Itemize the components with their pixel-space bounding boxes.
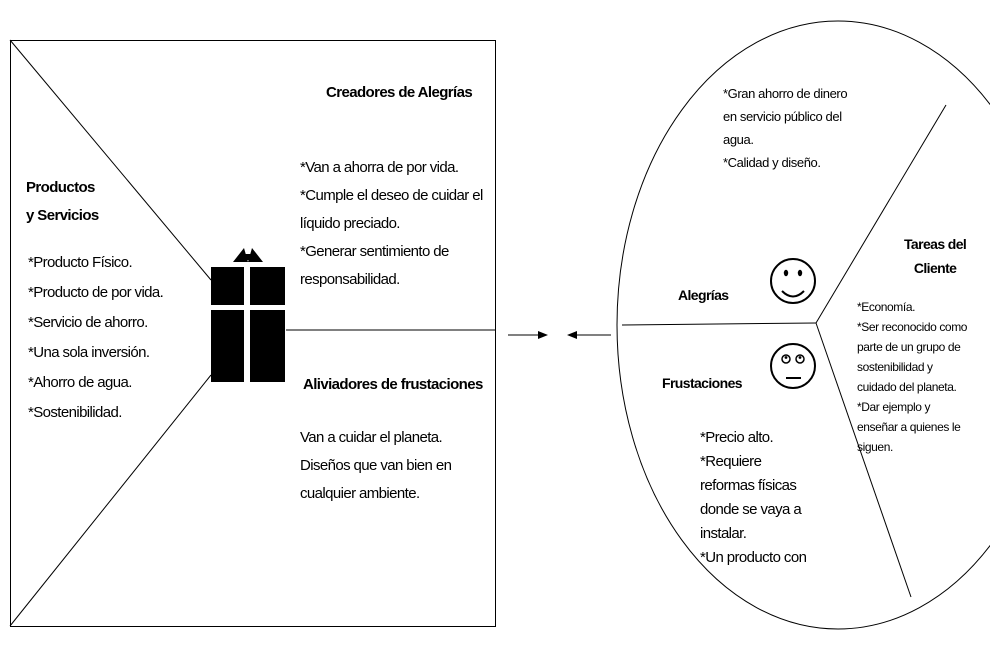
gain-creators-list: *Van a ahorra de por vida. *Cumple el de… [300, 159, 483, 288]
gains-title: Alegrías [678, 287, 729, 303]
products-services-list: *Producto Físico. *Producto de por vida.… [28, 254, 164, 421]
smiling-face-icon [770, 258, 816, 304]
pains-title: Frustaciones [662, 375, 743, 391]
jobs-title: Tareas del Cliente [904, 236, 967, 276]
customer-profile-circle [616, 20, 990, 630]
profile-divider-lower [815, 322, 912, 598]
value-map-diagonal-bottom [9, 374, 212, 627]
gains-list: *Gran ahorro de dinero en servicio públi… [723, 86, 848, 170]
gain-creators-title: Creadores de Alegrías [326, 84, 473, 101]
arrow-left-icon [567, 331, 611, 339]
profile-divider-horizontal [621, 322, 817, 326]
pains-list: *Precio alto. *Requiere reformas físicas… [700, 429, 807, 566]
pain-relievers-title: Aliviadores de frustaciones [303, 376, 483, 393]
neutral-face-icon [770, 343, 816, 389]
pain-relievers-list: Van a cuidar el planeta. Diseños que van… [300, 429, 452, 502]
jobs-list: *Economía. *Ser reconocido como parte de… [857, 300, 968, 454]
products-services-title: Productos y Servicios [26, 179, 99, 224]
value-map-diagonal-top [9, 39, 212, 281]
profile-divider-upper [815, 104, 947, 324]
gift-icon [211, 248, 285, 382]
customer-profile [616, 20, 990, 630]
arrow-right-icon [508, 331, 548, 339]
